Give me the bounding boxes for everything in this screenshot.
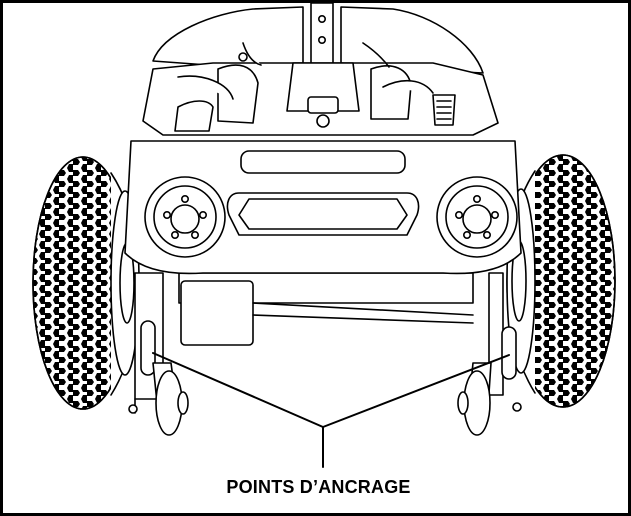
right-rear-light xyxy=(436,176,518,258)
left-rear-light xyxy=(144,176,226,258)
scooter-rear-illustration xyxy=(32,3,616,468)
right-rear-wheel xyxy=(506,154,616,408)
seat-post xyxy=(310,3,334,66)
upper-body xyxy=(142,6,499,136)
callout-lines xyxy=(152,352,510,468)
rear-shroud xyxy=(124,140,522,275)
left-anti-tip-wheel xyxy=(128,362,189,436)
anchor-points-label: POINTS D’ANCRAGE xyxy=(226,477,411,497)
right-anti-tip-wheel xyxy=(457,362,522,436)
left-rear-wheel xyxy=(32,156,140,410)
lower-frame xyxy=(134,272,517,416)
